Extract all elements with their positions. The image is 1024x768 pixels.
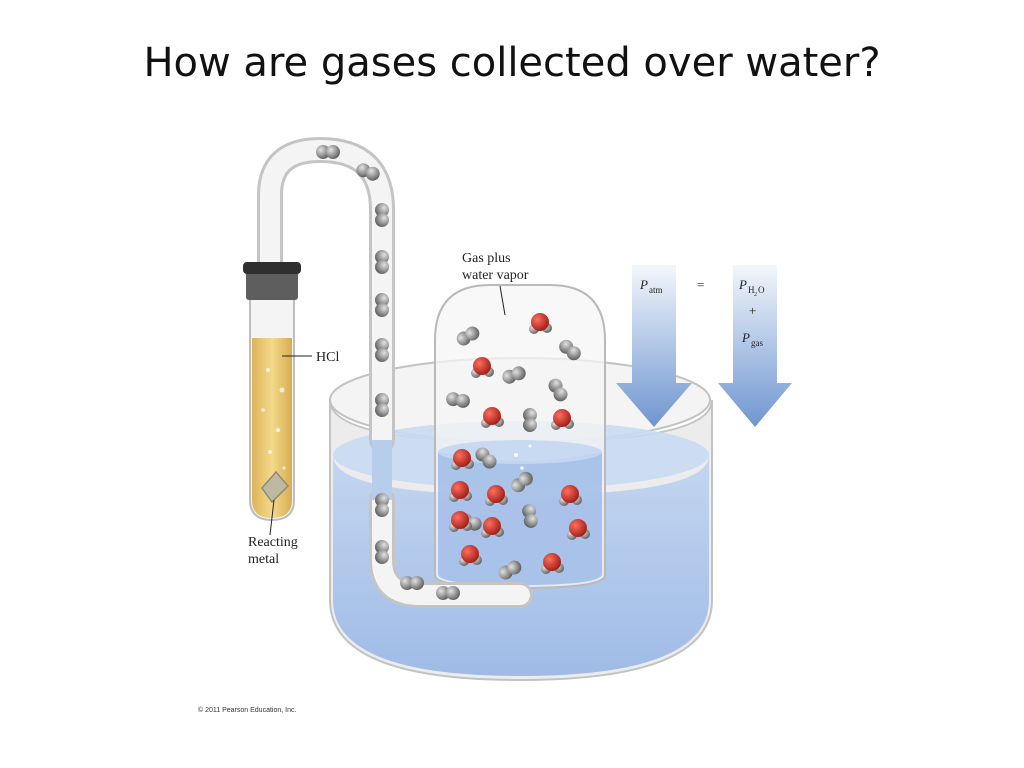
p-gas-symbol: P bbox=[741, 330, 750, 345]
pressure-equation: P atm = P H 2 O + P gas bbox=[639, 277, 765, 348]
hcl-solution bbox=[252, 338, 292, 518]
p-gas-subscript: gas bbox=[751, 338, 763, 348]
p-h2o-subscript-2: 2 bbox=[754, 292, 757, 298]
plus-sign: + bbox=[749, 303, 756, 318]
p-atm-subscript: atm bbox=[649, 285, 663, 295]
pressure-arrow-icon bbox=[616, 265, 792, 427]
p-h2o-subscript-3: O bbox=[758, 285, 765, 295]
gas-label-2: water vapor bbox=[462, 268, 529, 283]
slide-title: How are gases collected over water? bbox=[143, 40, 881, 86]
reacting-metal-label: Reacting bbox=[248, 535, 298, 550]
gas-label: Gas plus bbox=[462, 251, 511, 266]
reacting-metal-label-2: metal bbox=[248, 552, 279, 567]
reacting-metal-piece bbox=[261, 470, 290, 504]
equals-sign: = bbox=[697, 277, 704, 292]
p-h2o-subscript: H bbox=[748, 285, 755, 295]
copyright-notice: © 2011 Pearson Education, Inc. bbox=[198, 707, 297, 714]
stopper bbox=[246, 270, 298, 300]
cylinder-water bbox=[438, 452, 602, 585]
p-h2o-symbol: P bbox=[738, 277, 747, 292]
hcl-label: HCl bbox=[316, 350, 339, 365]
p-atm-symbol: P bbox=[639, 277, 648, 292]
